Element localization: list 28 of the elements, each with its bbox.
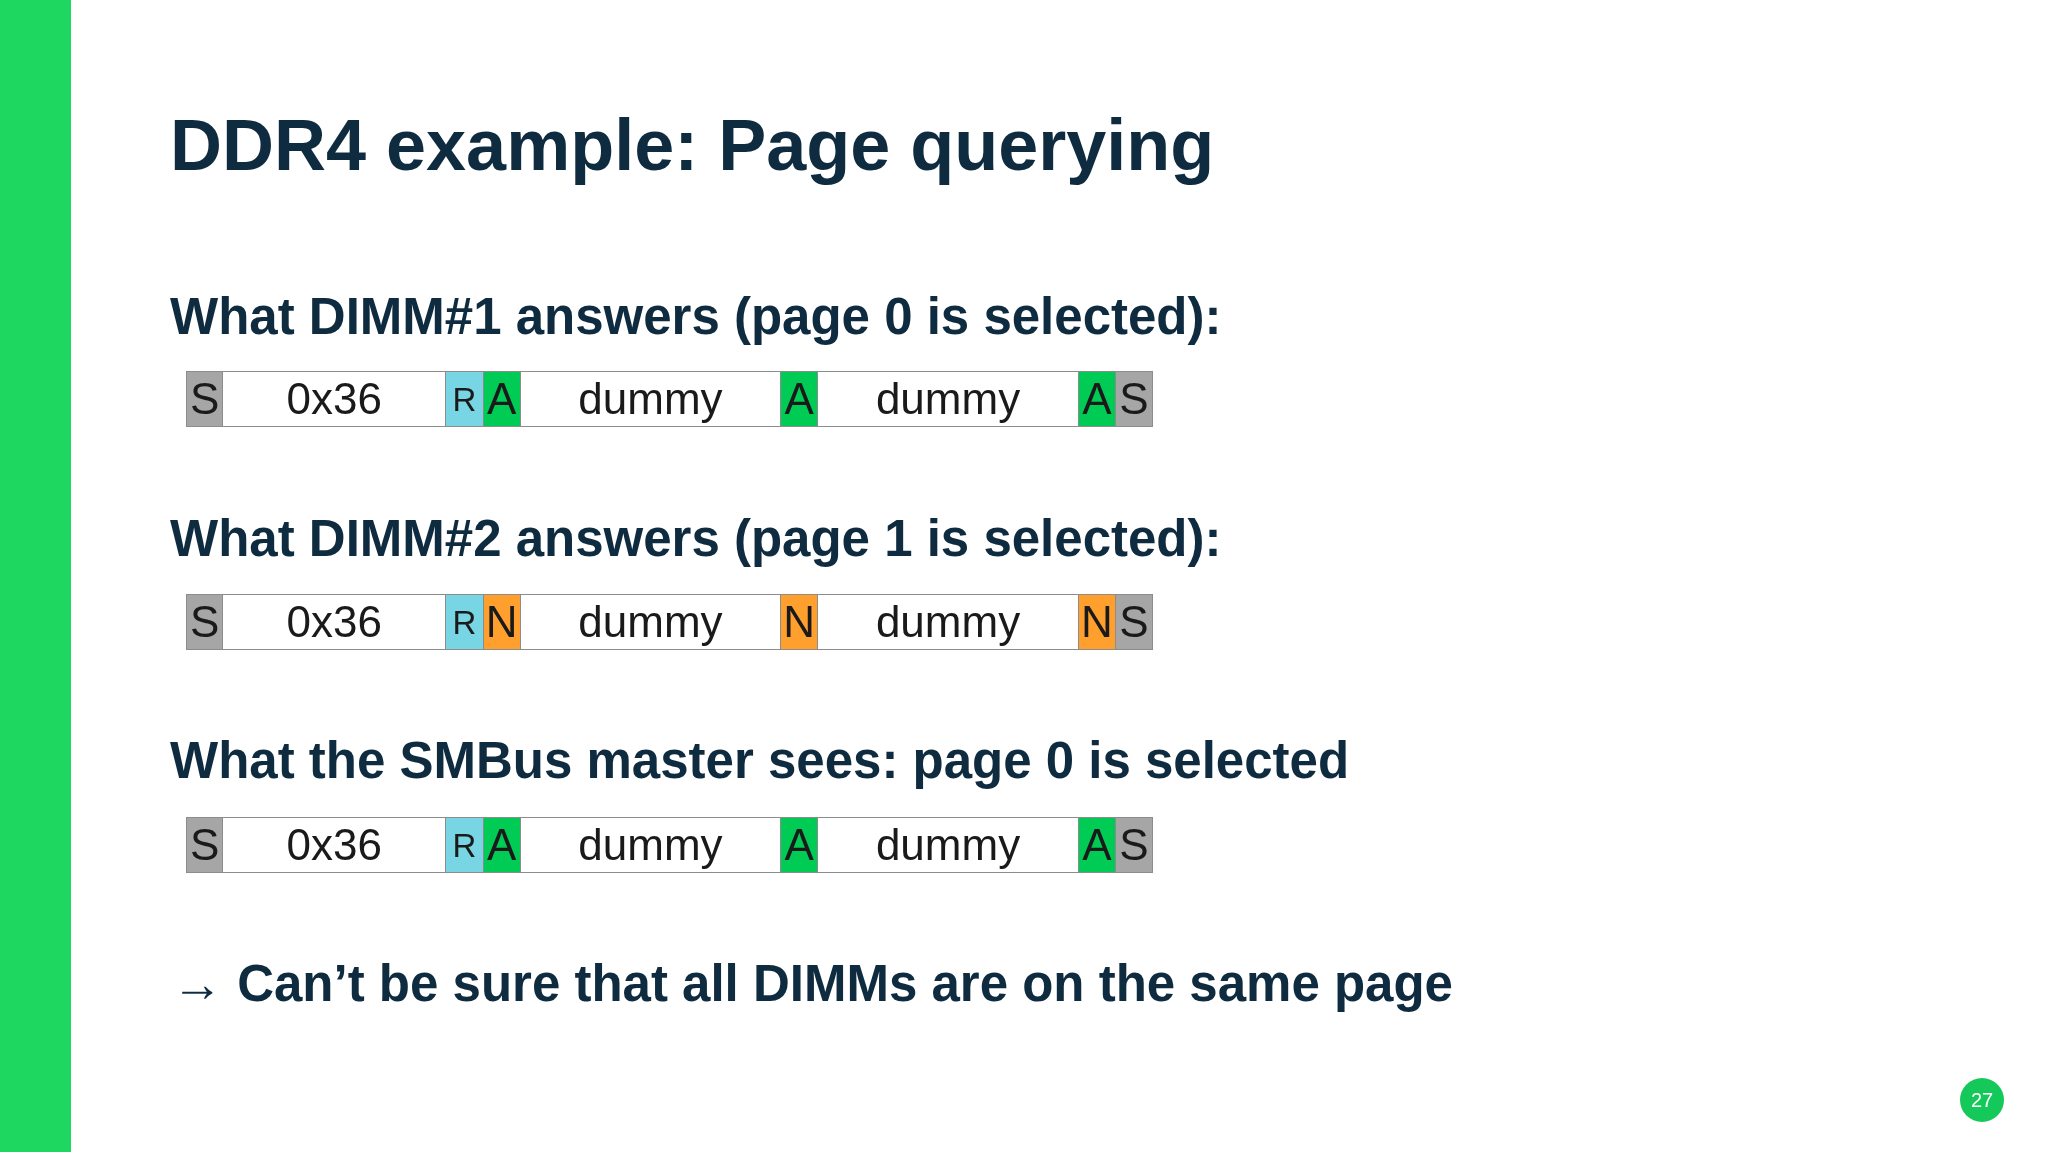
nack-bit: N <box>781 594 819 650</box>
ack-bit: A <box>781 371 819 427</box>
nack-bit: N <box>1078 594 1116 650</box>
stop-bit: S <box>1115 371 1154 427</box>
ack-bit: A <box>781 817 819 873</box>
start-bit: S <box>186 817 224 873</box>
page-number: 27 <box>1960 1078 2004 1122</box>
data-field: dummy <box>818 594 1079 650</box>
data-field: dummy <box>520 594 782 650</box>
nack-bit: N <box>483 594 521 650</box>
read-bit: R <box>446 817 484 873</box>
data-field: dummy <box>520 817 782 873</box>
data-field: dummy <box>818 371 1079 427</box>
ack-bit: A <box>483 817 521 873</box>
start-bit: S <box>186 594 224 650</box>
read-bit: R <box>446 371 484 427</box>
stop-bit: S <box>1115 817 1154 873</box>
data-field: dummy <box>818 817 1079 873</box>
data-field: dummy <box>520 371 782 427</box>
read-bit: R <box>446 594 484 650</box>
ack-bit: A <box>1078 371 1116 427</box>
ack-bit: A <box>1078 817 1116 873</box>
stop-bit: S <box>1115 594 1154 650</box>
ack-bit: A <box>483 371 521 427</box>
address-field: 0x36 <box>223 594 447 650</box>
address-field: 0x36 <box>223 817 447 873</box>
start-bit: S <box>186 371 224 427</box>
address-field: 0x36 <box>223 371 447 427</box>
